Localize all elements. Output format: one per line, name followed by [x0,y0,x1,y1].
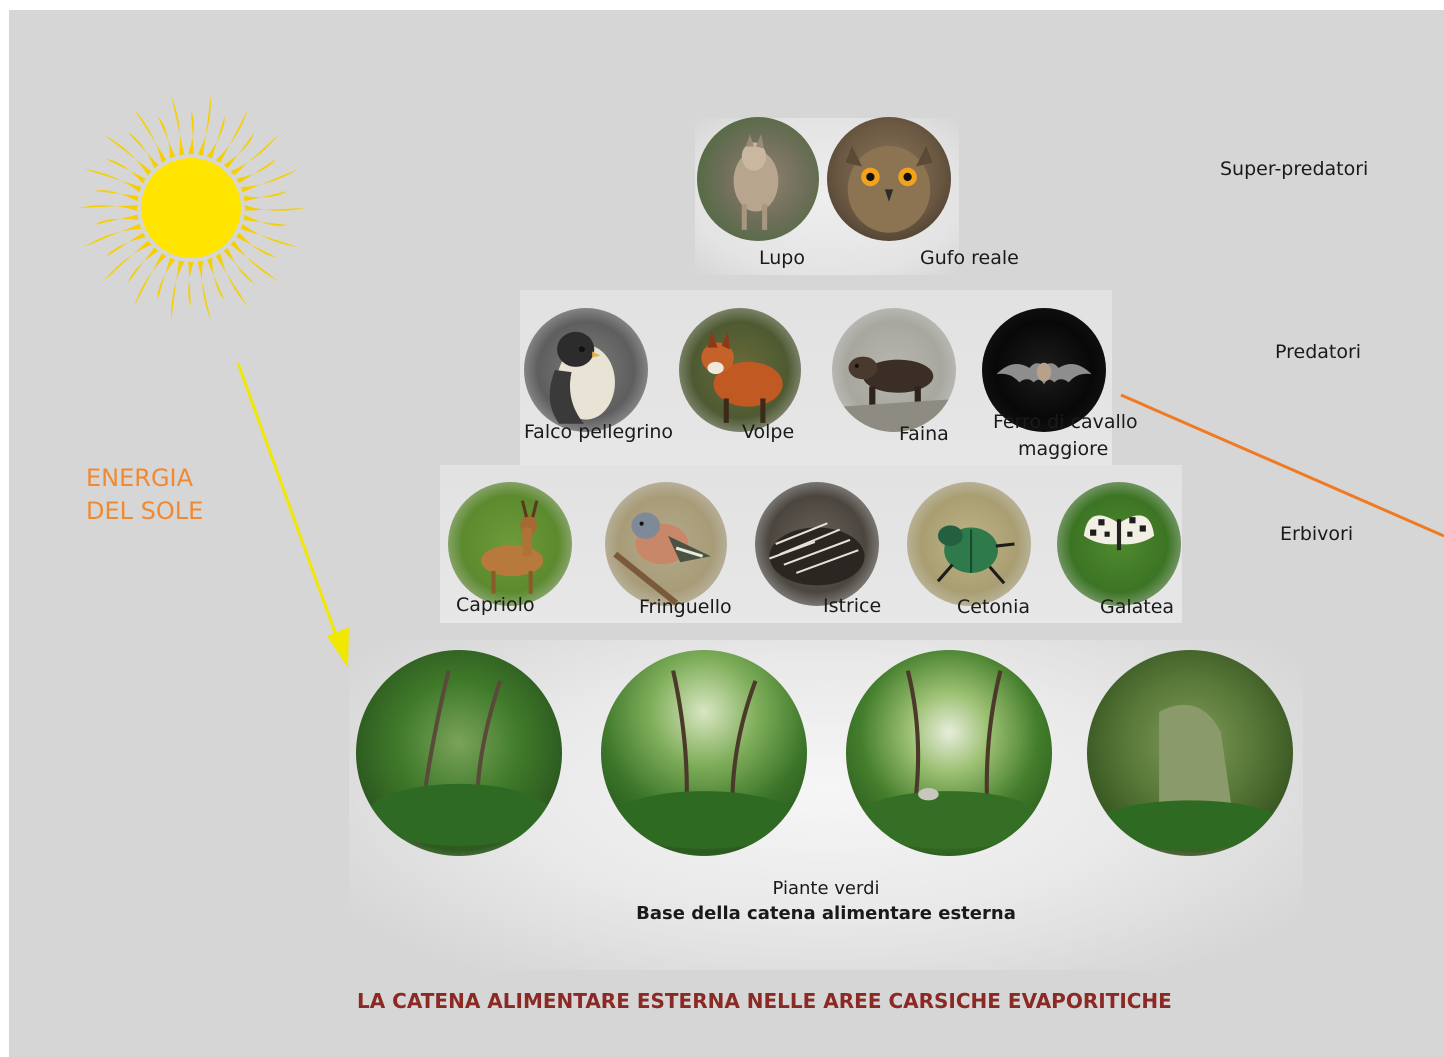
label-faina: Faina [899,423,949,445]
fox-photo [679,308,801,432]
label-ferro-line-1: Ferro di cavallo [993,411,1138,433]
base-line-1: Piante verdi [576,876,1076,901]
level-predators: Predatori [1275,341,1361,363]
marten-photo [832,308,956,432]
forest-photo-3 [846,650,1052,856]
forest-photo-1 [356,650,562,856]
forest-photo-4 [1087,650,1293,856]
level-herbivores: Erbivori [1280,523,1353,545]
base-line-2: Base della catena alimentare esterna [576,901,1076,926]
diagram-panel: ENERGIA DEL SOLE Super-predatori Predato… [9,10,1444,1057]
energy-line-2: DEL SOLE [86,495,203,528]
label-volpe: Volpe [742,421,794,443]
energy-line-1: ENERGIA [86,462,203,495]
base-caption: Piante verdi Base della catena alimentar… [576,876,1076,926]
label-cetonia: Cetonia [957,596,1030,618]
beetle-photo [907,482,1031,606]
owl-photo [827,117,951,241]
label-ferro-line-2: maggiore [1018,438,1108,460]
label-falco-pellegrino: Falco pellegrino [524,421,673,443]
forest-photo-2 [601,650,807,856]
base-line-2-text: Base della catena alimentare esterna [636,903,1016,924]
roe-deer-photo [448,482,572,606]
butterfly-photo [1057,482,1181,606]
label-fringuello: Fringuello [639,596,732,618]
energy-label: ENERGIA DEL SOLE [86,462,203,528]
diagram-title: LA CATENA ALIMENTARE ESTERNA NELLE AREE … [357,989,1172,1013]
label-galatea: Galatea [1100,596,1174,618]
falcon-photo [524,308,648,432]
chaffinch-photo [605,482,727,606]
label-lupo: Lupo [759,247,805,269]
porcupine-photo [755,482,879,606]
wolf-photo [697,117,819,241]
label-gufo-reale: Gufo reale [920,247,1019,269]
label-capriolo: Capriolo [456,594,535,616]
level-super-predators: Super-predatori [1220,158,1368,180]
label-istrice: Istrice [823,595,881,617]
